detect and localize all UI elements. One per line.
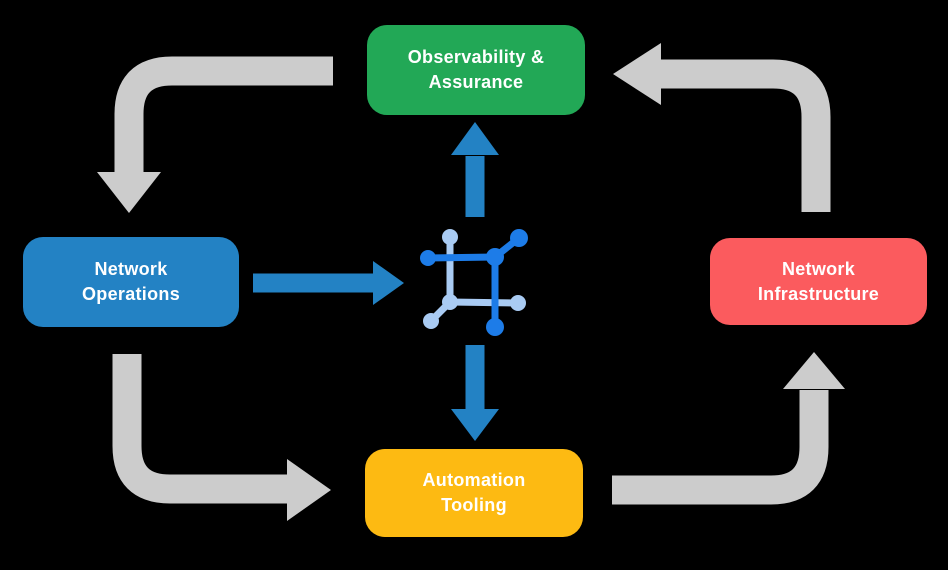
arrow-center-to-automation [451,345,499,441]
arrow-infrastructure-to-observability [613,43,831,212]
icon-light-blue-nodes [423,229,526,329]
node-label-line: Automation [422,470,526,490]
arrow-left-head [613,43,661,105]
node-observability-assurance: Observability & Assurance [367,25,585,115]
network-automation-icon [420,229,528,336]
arrow-right-head [287,459,331,521]
arrow-down-head [97,172,161,213]
node-network-infrastructure: Network Infrastructure [710,238,927,325]
node-label-line: Assurance [428,72,524,92]
arrow-observability-to-operations [97,56,333,213]
arrow-right-head [373,261,404,305]
arrow-operations-to-automation [112,354,331,521]
arrow-automation-to-infrastructure [612,352,845,505]
node-label-line: Tooling [441,495,507,515]
icon-dark-blue-nodes [420,229,528,336]
node-label-line: Network [94,259,168,279]
arrow-up-head [451,122,499,155]
node-label-line: Infrastructure [757,283,880,304]
node-network-operations: Network Operations [23,237,239,327]
arrow-operations-to-center [253,261,404,305]
arrow-center-to-observability [451,122,499,217]
node-automation-tooling: Automation Tooling [365,449,583,537]
node-label-line: Operations [81,284,181,304]
node-label-line: Network [781,258,856,279]
node-label-line: Observability & [407,47,545,67]
arrow-down-head [451,409,499,441]
arrow-up-head [783,352,845,389]
